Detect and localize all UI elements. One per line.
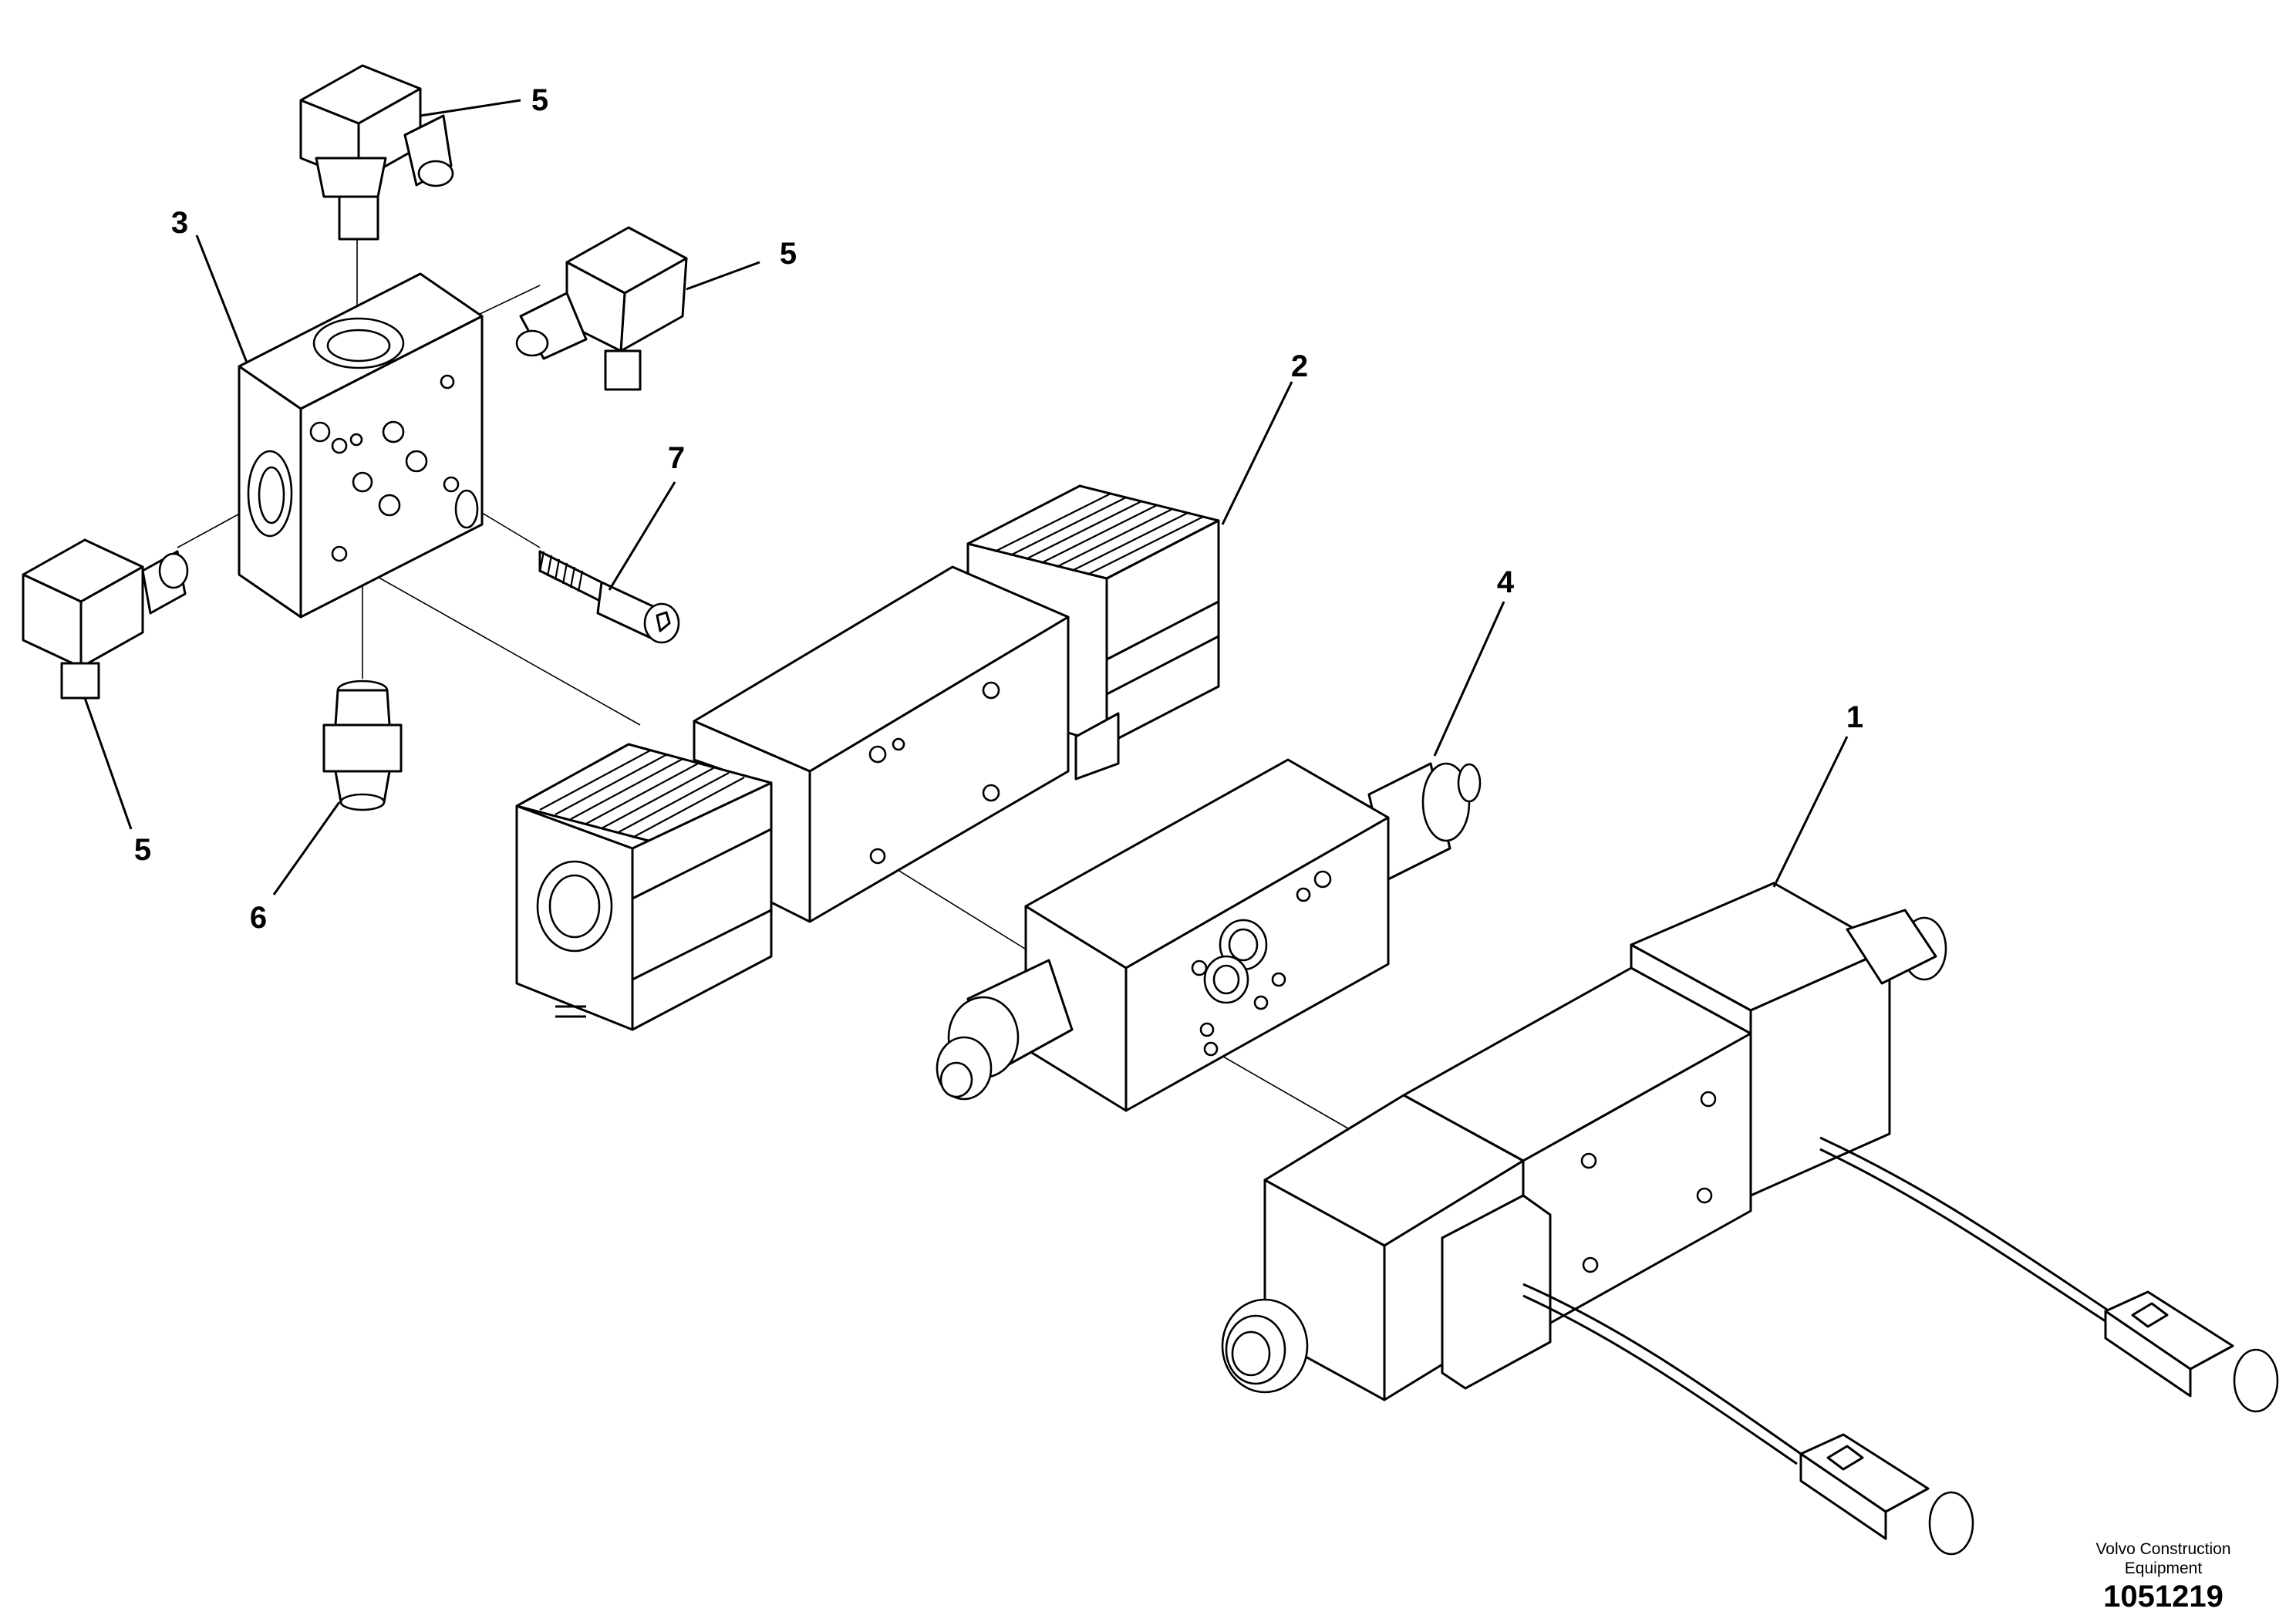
callout-5b: 5 [780,237,797,271]
manifold-block [238,272,484,619]
leader-7 [608,481,676,591]
leader-4 [1433,601,1505,757]
callout-2: 2 [1291,349,1308,383]
cap-screw [538,550,680,644]
leader-3 [195,234,248,363]
leader-5a [420,99,521,117]
leader-1 [1772,736,1849,888]
callout-6: 6 [250,901,267,935]
footer-block: Volvo Construction Equipment 1051219 [2095,1540,2230,1614]
elbow-connector-top [299,64,454,241]
brand-line-1: Volvo Construction [2095,1540,2230,1558]
callout-1: 1 [1846,700,1863,734]
document-number: 1051219 [2103,1580,2224,1614]
pressure-reducing-valve [936,758,1482,1112]
callout-3: 3 [171,206,188,240]
leader-2 [1221,381,1293,525]
leader-5c [83,697,133,830]
callout-7: 7 [668,441,685,475]
callout-5a: 5 [531,83,548,117]
callout-5c: 5 [134,833,151,867]
callout-4: 4 [1497,565,1515,599]
leader-6 [272,801,341,895]
solenoid-valve [1221,882,2279,1556]
leader-lines [83,99,1849,895]
elbow-connector-right [515,226,688,391]
brand-line-2: Equipment [2125,1560,2203,1577]
leader-5b [686,261,760,291]
elbow-connector-left [22,538,189,700]
directional-valve [515,484,1220,1031]
pressure-plug [322,679,403,811]
